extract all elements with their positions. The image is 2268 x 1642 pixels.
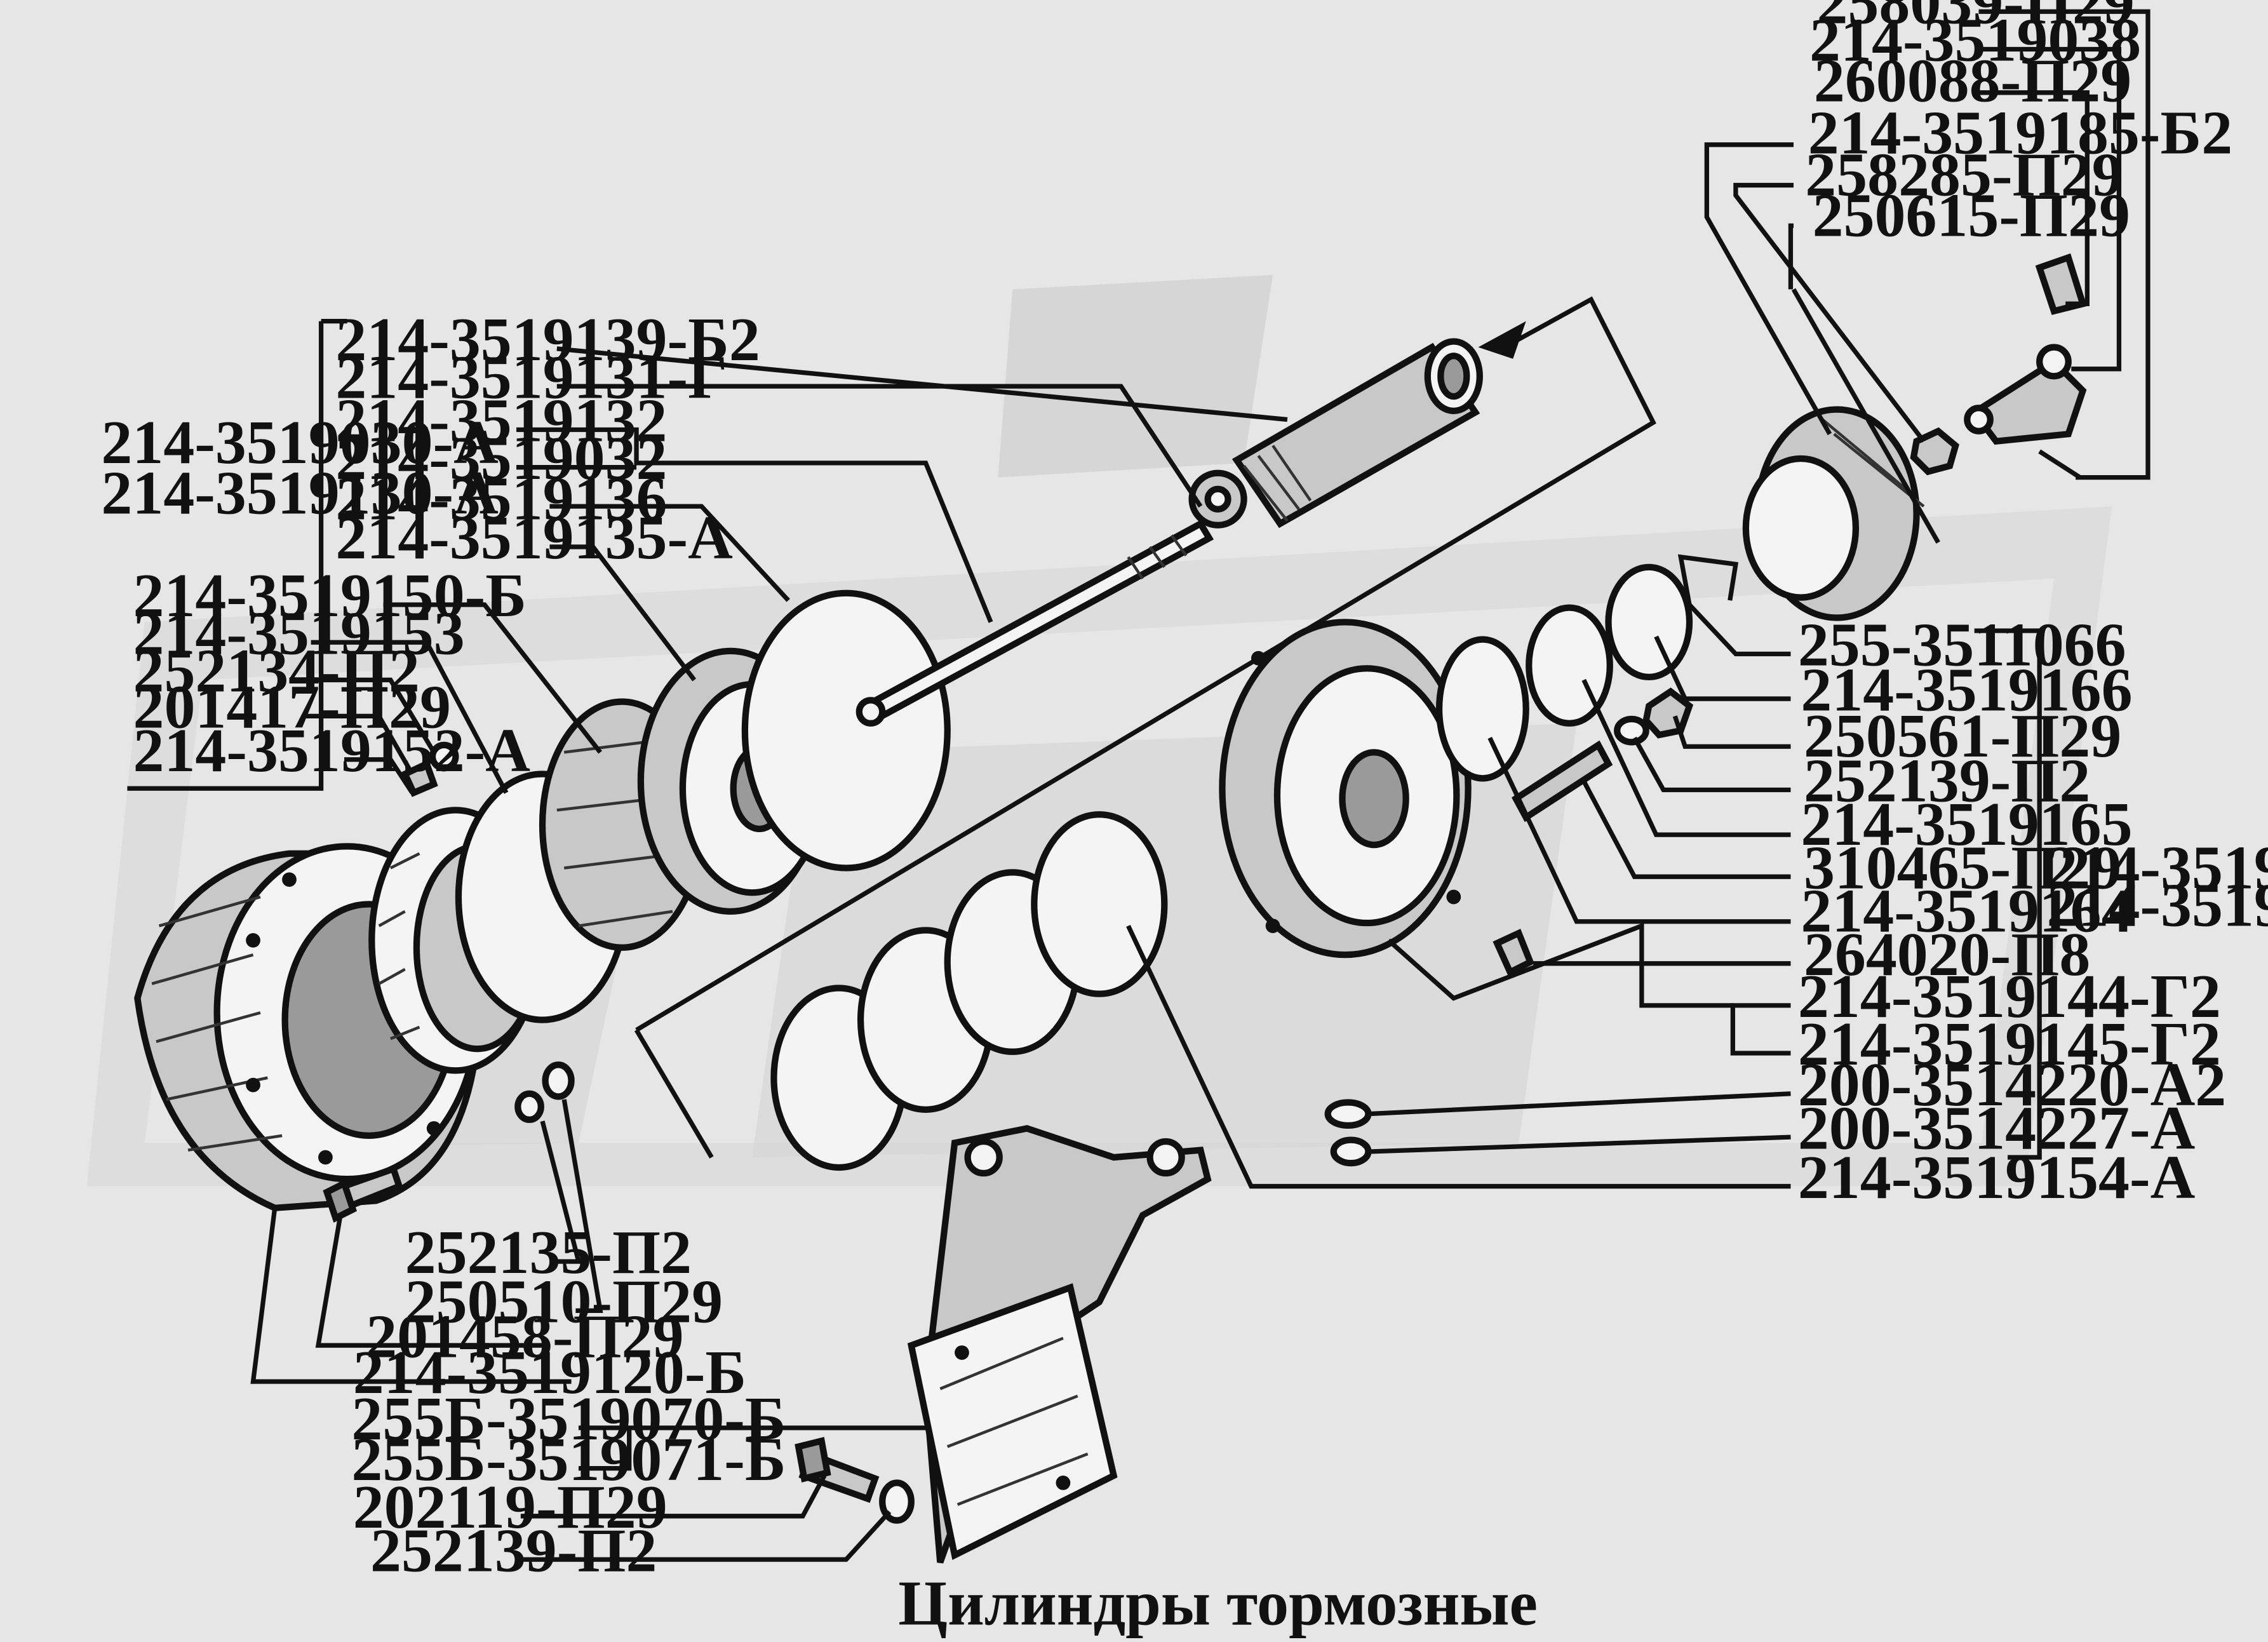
- label-214-3519038: 214-3519038: [1809, 6, 2141, 75]
- label-214-3519141: 214-3519141: [2047, 871, 2268, 940]
- part-rod-132: [856, 519, 1214, 727]
- part-bolt-202119: [795, 1437, 880, 1504]
- label-258039-p29: 258039-П29: [1816, 0, 2134, 37]
- part-nut-258285: [1910, 427, 1959, 476]
- label-214-3519030-a: 214-3519030-А: [101, 408, 498, 477]
- label-250615-p29: 250615-П29: [1813, 181, 2130, 250]
- part-gasket-164: [1435, 636, 1529, 782]
- label-214-3519165: 214-3519165: [1801, 790, 2132, 859]
- label-214-3519153: 214-3519153: [133, 599, 465, 668]
- figure-caption: Цилиндры тормозные: [898, 1568, 1538, 1639]
- part-bracket-070: [907, 1125, 1212, 1564]
- label-202119-p29: 202119-П29: [353, 1473, 668, 1542]
- label-201417-p29: 201417-П29: [133, 673, 451, 742]
- label-252134-p2: 252134-П2: [133, 637, 420, 706]
- part-washer-252139-b: [879, 1479, 915, 1524]
- label-260088-p29: 260088-П29: [1814, 46, 2131, 115]
- label-201458-p29: 201458-П29: [366, 1302, 683, 1371]
- part-washer-166: [1605, 563, 1693, 681]
- label-252139-p2: 252139-П2: [1804, 747, 2090, 816]
- part-boot-185: [1742, 406, 1925, 621]
- label-214-3519131-g: 214-3519131-Г: [335, 343, 727, 412]
- part-clip-255: [1677, 554, 1739, 605]
- label-214-3519154-a: 214-3519154-А: [1798, 1143, 2195, 1212]
- part-bolt-201458: [323, 1164, 403, 1223]
- flow-arrow-frame: [634, 296, 1656, 1159]
- label-250510-p29: 250510-П29: [405, 1268, 723, 1336]
- label-214-3519144-g2: 214-3519144-Г2: [1798, 962, 2221, 1031]
- part-washer-252134: [429, 741, 459, 772]
- part-nut-250510: [542, 1061, 575, 1100]
- label-264020-p8: 264020-П8: [1804, 920, 2090, 989]
- label-214-3519135-a: 214-3519135-А: [335, 504, 732, 572]
- label-310465-p29: 310465-П29: [1804, 833, 2121, 902]
- label-214-3519152-a: 214-3519152-А: [133, 717, 530, 785]
- flow-arrow-icon: [1478, 321, 1526, 359]
- label-214-3519130-a: 214-3519130-А: [101, 459, 498, 528]
- label-200-3514220-a2: 200-3514220-А2: [1798, 1051, 2226, 1119]
- label-214-3519136: 214-3519136: [335, 465, 667, 534]
- leader-lines: [127, 9, 2151, 1562]
- part-washer-252135: [514, 1090, 544, 1123]
- label-214-3519164: 214-3519164: [1801, 877, 2132, 946]
- label-214-3519140: 214-3519140: [2047, 833, 2268, 902]
- part-grease-fitting-264020: [1493, 929, 1535, 977]
- label-250561-p29: 250561-П29: [1804, 702, 2121, 771]
- part-sleeve-139: [1231, 338, 1483, 528]
- label-214-3519150-b: 214-3519150-Б: [133, 562, 527, 630]
- label-252135-p2: 252135-П2: [405, 1218, 692, 1287]
- part-spring-washer-252139: [1614, 715, 1649, 746]
- label-255b-3519070-b: 255Б-3519070-Б: [351, 1385, 786, 1453]
- part-washer-227: [1330, 1136, 1372, 1167]
- part-gear-nut-131: [1188, 469, 1247, 528]
- label-200-3514227-a: 200-3514227-А: [1798, 1094, 2195, 1162]
- part-cover-140: [1219, 619, 1472, 959]
- label-214-3519032: 214-3519032: [335, 424, 667, 493]
- label-214-3519120-b: 214-3519120-Б: [353, 1338, 746, 1407]
- part-spring-154: [770, 811, 1168, 1171]
- part-pin-250615: [1791, 288, 1940, 544]
- part-fork-038: [1964, 344, 2087, 445]
- label-214-3519139-b2: 214-3519139-Б2: [335, 306, 760, 374]
- part-seal-ring-032: [741, 589, 951, 871]
- part-labels: 258039-П29 214-3519038 260088-П29 214-35…: [101, 0, 2268, 1585]
- label-214-3519185-b2: 214-3519185-Б2: [1808, 98, 2232, 167]
- label-252139-p2-bottom: 252139-П2: [370, 1516, 657, 1585]
- part-washer-220: [1324, 1099, 1372, 1129]
- label-214-3519145-g2: 214-3519145-Г2: [1798, 1010, 2221, 1079]
- label-255-3511066: 255-3511066: [1798, 611, 2126, 680]
- label-214-3519132: 214-3519132: [335, 387, 667, 455]
- part-cotter-258039: [2038, 449, 2081, 480]
- label-214-3519166: 214-3519166: [1801, 656, 2132, 724]
- label-258285-p29: 258285-П29: [1805, 141, 2123, 210]
- label-255b-3519071-b: 255Б-3519071-Б: [351, 1425, 786, 1494]
